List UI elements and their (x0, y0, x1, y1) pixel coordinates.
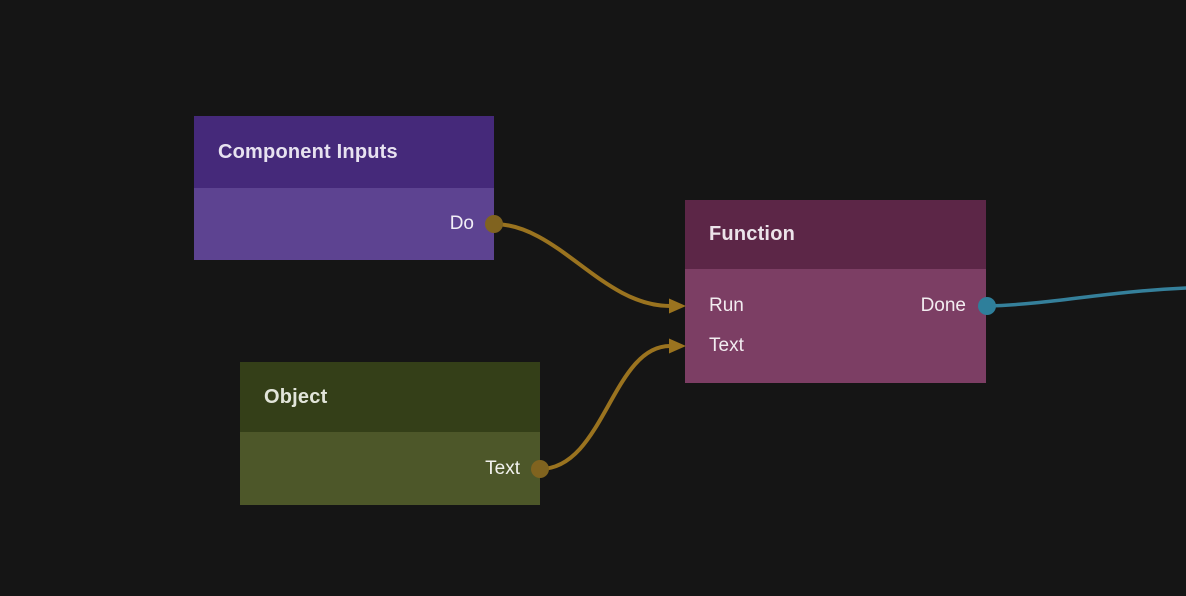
input-port-label-run[interactable]: Run (709, 295, 744, 316)
wire-text-to-text-arrowhead-icon (669, 338, 686, 354)
node-function[interactable]: Function Run Done Text (685, 200, 986, 383)
port-row: Text (685, 326, 986, 366)
node-title: Function (709, 223, 796, 245)
output-port-label-text[interactable]: Text (485, 457, 520, 479)
node-title: Component Inputs (218, 140, 398, 163)
wire-do-to-run[interactable] (492, 222, 672, 308)
wire-do-to-run-arrowhead-icon (669, 298, 686, 314)
input-port-label-text[interactable]: Text (709, 335, 744, 356)
node-title: Object (264, 385, 328, 408)
wire-text-to-text[interactable] (538, 344, 672, 471)
node-component-inputs[interactable]: Component Inputs Do (194, 116, 494, 260)
node-header: Component Inputs (194, 116, 494, 188)
output-port-label-do[interactable]: Do (449, 213, 474, 234)
wire-done-offscreen[interactable] (985, 286, 1186, 308)
node-body: Text (240, 432, 540, 505)
node-object[interactable]: Object Text (240, 362, 540, 505)
port-row: Do (194, 188, 494, 260)
node-body: Do (194, 188, 494, 260)
port-row: Text (240, 432, 540, 505)
port-row: Run Done (685, 286, 986, 326)
node-header: Function (685, 200, 986, 269)
node-header: Object (240, 362, 540, 432)
node-body: Run Done Text (685, 269, 986, 383)
output-port-label-done[interactable]: Done (920, 295, 966, 316)
